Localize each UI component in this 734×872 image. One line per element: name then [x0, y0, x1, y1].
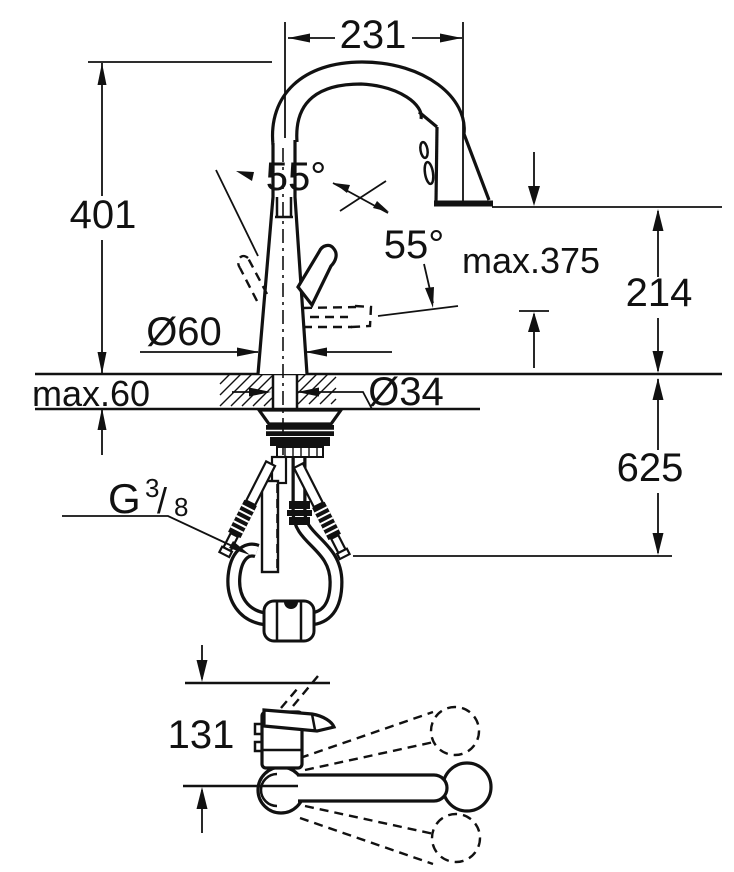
- label-hose-drop: 625: [617, 446, 684, 490]
- spray-button-icon: [419, 140, 429, 160]
- spout-outline: [270, 60, 493, 207]
- dim-231: 231: [284, 13, 464, 205]
- dim-diameter-34: Ø34: [232, 370, 444, 414]
- dim-401: 401: [70, 61, 272, 374]
- pullout-hose: [226, 458, 344, 643]
- label-handle-angle-right: 55°: [384, 223, 445, 267]
- hose-connector: [289, 501, 310, 509]
- label-total-height: 401: [70, 193, 137, 237]
- label-spout-projection: 231: [340, 13, 407, 57]
- dim-214: 214: [626, 209, 693, 373]
- base-escutcheon: [256, 765, 306, 815]
- label-thread-denominator: 8: [174, 492, 188, 522]
- label-outlet-height: 214: [626, 271, 693, 315]
- dim-max60: max.60: [32, 373, 150, 455]
- dim-max375: max.375: [462, 152, 722, 368]
- label-base-diameter: Ø60: [146, 310, 222, 354]
- handle-dashed-left: [236, 254, 269, 302]
- dim-55-right: 55°: [384, 223, 445, 308]
- label-thread-g: G: [108, 475, 141, 522]
- supply-hose-right: [292, 461, 352, 561]
- handle-dashed-horizontal: [302, 304, 459, 329]
- label-max-spray-height: max.375: [462, 240, 600, 281]
- dim-diameter-60: Ø60: [140, 310, 392, 357]
- dim-g38-thread: G 3 / 8: [62, 473, 250, 555]
- spout-ball-end: [441, 761, 493, 813]
- label-thread-numerator: 3: [145, 473, 159, 503]
- countertop-section: [35, 372, 722, 411]
- handle-lever: [296, 243, 338, 309]
- label-hole-diameter: Ø34: [368, 370, 444, 414]
- label-max-deck-thickness: max.60: [32, 373, 150, 414]
- mounting-hardware: [255, 408, 345, 574]
- faucet-side-view: [35, 60, 722, 643]
- handle-top-view: [262, 708, 337, 733]
- dim-55-left: 55°: [215, 155, 389, 257]
- spray-button-icon: [423, 160, 435, 186]
- label-thread-slash: /: [157, 480, 167, 521]
- dim-625: 625: [353, 378, 684, 557]
- label-handle-angle-left: 55°: [266, 155, 327, 199]
- faucet-top-view: [253, 675, 493, 866]
- dim-131: 131: [168, 645, 340, 833]
- label-bottom-offset: 131: [168, 713, 235, 757]
- swivel-range-dashed: [280, 675, 482, 866]
- spout-top-view: [298, 773, 449, 803]
- supply-hose-left: [217, 459, 277, 559]
- hose-plug: [260, 479, 280, 574]
